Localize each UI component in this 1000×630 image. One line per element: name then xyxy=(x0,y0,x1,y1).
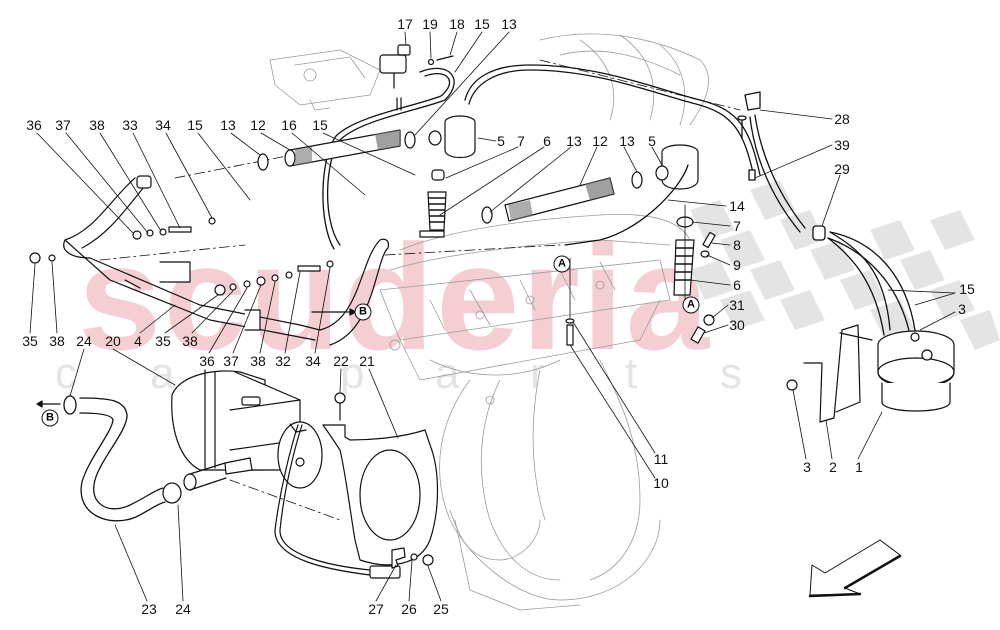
bracket-2 xyxy=(786,324,873,423)
part-number-label[interactable]: 5 xyxy=(648,133,656,149)
part-number-label[interactable]: 13 xyxy=(501,16,517,32)
leader-lines xyxy=(29,31,956,602)
part-number-label[interactable]: 34 xyxy=(305,353,321,369)
part-number-label[interactable]: 18 xyxy=(449,16,465,32)
part-number-label[interactable]: 37 xyxy=(223,353,239,369)
air-valve-5-left xyxy=(428,115,476,159)
part-number-label[interactable]: 13 xyxy=(566,133,582,149)
watermark-letter: a xyxy=(150,349,175,398)
hose-15-top xyxy=(322,64,761,250)
part-number-label[interactable]: 6 xyxy=(543,133,551,149)
part-number-label[interactable]: 31 xyxy=(729,297,745,313)
part-number-label[interactable]: 37 xyxy=(55,117,71,133)
part-number-label[interactable]: 2 xyxy=(829,459,837,475)
part-number-label[interactable]: 7 xyxy=(733,218,741,234)
watermark-letter: s xyxy=(720,349,742,398)
assembly-centerlines xyxy=(99,59,741,521)
reference-marker-a: A xyxy=(553,255,571,273)
part-number-label[interactable]: 3 xyxy=(958,301,966,317)
bolt-10-11 xyxy=(565,257,575,346)
part-number-label[interactable]: 36 xyxy=(26,117,42,133)
part-number-label[interactable]: 14 xyxy=(729,198,745,214)
part-number-label[interactable]: 11 xyxy=(653,451,669,467)
part-number-label[interactable]: 17 xyxy=(397,16,413,32)
part-number-label[interactable]: 15 xyxy=(312,117,328,133)
bellows-6-right xyxy=(673,204,716,311)
part-number-label[interactable]: 19 xyxy=(422,16,438,32)
reference-marker-b: B xyxy=(354,303,372,321)
part-number-label[interactable]: 7 xyxy=(517,133,525,149)
part-number-label[interactable]: 25 xyxy=(433,601,449,617)
part-number-label[interactable]: 22 xyxy=(333,353,349,369)
pipe-12-right xyxy=(481,171,643,224)
reference-marker-a: A xyxy=(682,296,700,314)
part-number-label[interactable]: 35 xyxy=(22,333,38,349)
part-number-label[interactable]: 23 xyxy=(141,601,157,617)
watermark-scuderia: scuderia xyxy=(78,213,711,381)
part-number-label[interactable]: 38 xyxy=(89,117,105,133)
part-number-label[interactable]: 8 xyxy=(733,237,741,253)
watermark-carparts: carparts xyxy=(55,352,815,396)
part-number-label[interactable]: 26 xyxy=(401,601,417,617)
canister-1 xyxy=(877,330,955,412)
part-number-label[interactable]: 35 xyxy=(155,333,171,349)
part-number-label[interactable]: 38 xyxy=(49,333,65,349)
part-number-label[interactable]: 32 xyxy=(275,353,291,369)
part-number-label[interactable]: 3 xyxy=(803,459,811,475)
reference-marker-b: B xyxy=(41,409,59,427)
part-number-label[interactable]: 33 xyxy=(122,117,138,133)
pipe-4-bracket xyxy=(29,175,390,346)
part-number-label[interactable]: 34 xyxy=(155,117,171,133)
part-number-label[interactable]: 13 xyxy=(220,117,236,133)
part-number-label[interactable]: 30 xyxy=(729,317,745,333)
part-number-label[interactable]: 21 xyxy=(359,353,375,369)
part-number-label[interactable]: 12 xyxy=(592,133,608,149)
part-number-label[interactable]: 24 xyxy=(175,601,191,617)
part-number-label[interactable]: 13 xyxy=(619,133,635,149)
part-number-label[interactable]: 38 xyxy=(250,353,266,369)
part-number-label[interactable]: 10 xyxy=(653,475,669,491)
part-number-label[interactable]: 27 xyxy=(368,601,384,617)
part-number-label[interactable]: 36 xyxy=(199,353,215,369)
solenoid-valve-17 xyxy=(379,44,454,111)
part-number-label[interactable]: 24 xyxy=(76,333,92,349)
watermark-letter: p xyxy=(340,349,365,398)
part-number-label[interactable]: 15 xyxy=(187,117,203,133)
part-number-label[interactable]: 12 xyxy=(250,117,266,133)
front-direction-arrow-icon xyxy=(808,539,902,598)
hoses-15-right xyxy=(737,91,916,336)
part-number-label[interactable]: 16 xyxy=(281,117,297,133)
part-number-label[interactable]: 15 xyxy=(959,281,975,297)
part-number-label[interactable]: 9 xyxy=(733,257,741,273)
pipe-12-left xyxy=(257,129,416,171)
part-number-label[interactable]: 39 xyxy=(834,137,850,153)
watermark-letter: t xyxy=(625,349,638,398)
part-number-label[interactable]: 28 xyxy=(834,111,850,127)
part-number-label[interactable]: 5 xyxy=(497,133,505,149)
sensor-30-31 xyxy=(690,314,715,344)
bracket-21 xyxy=(322,392,439,569)
part-number-label[interactable]: 6 xyxy=(733,277,741,293)
part-number-label[interactable]: 1 xyxy=(855,459,863,475)
air-pump-20 xyxy=(162,369,401,579)
part-number-label[interactable]: 4 xyxy=(134,333,142,349)
part-number-label[interactable]: 38 xyxy=(182,333,198,349)
air-valve-5-right xyxy=(564,144,699,246)
watermark-letter: r xyxy=(530,349,545,398)
part-number-label[interactable]: 29 xyxy=(834,161,850,177)
part-number-label[interactable]: 20 xyxy=(105,333,121,349)
part-number-label[interactable]: 15 xyxy=(474,16,490,32)
bellows-6-left xyxy=(419,169,447,238)
watermark-letter: c xyxy=(55,349,77,398)
